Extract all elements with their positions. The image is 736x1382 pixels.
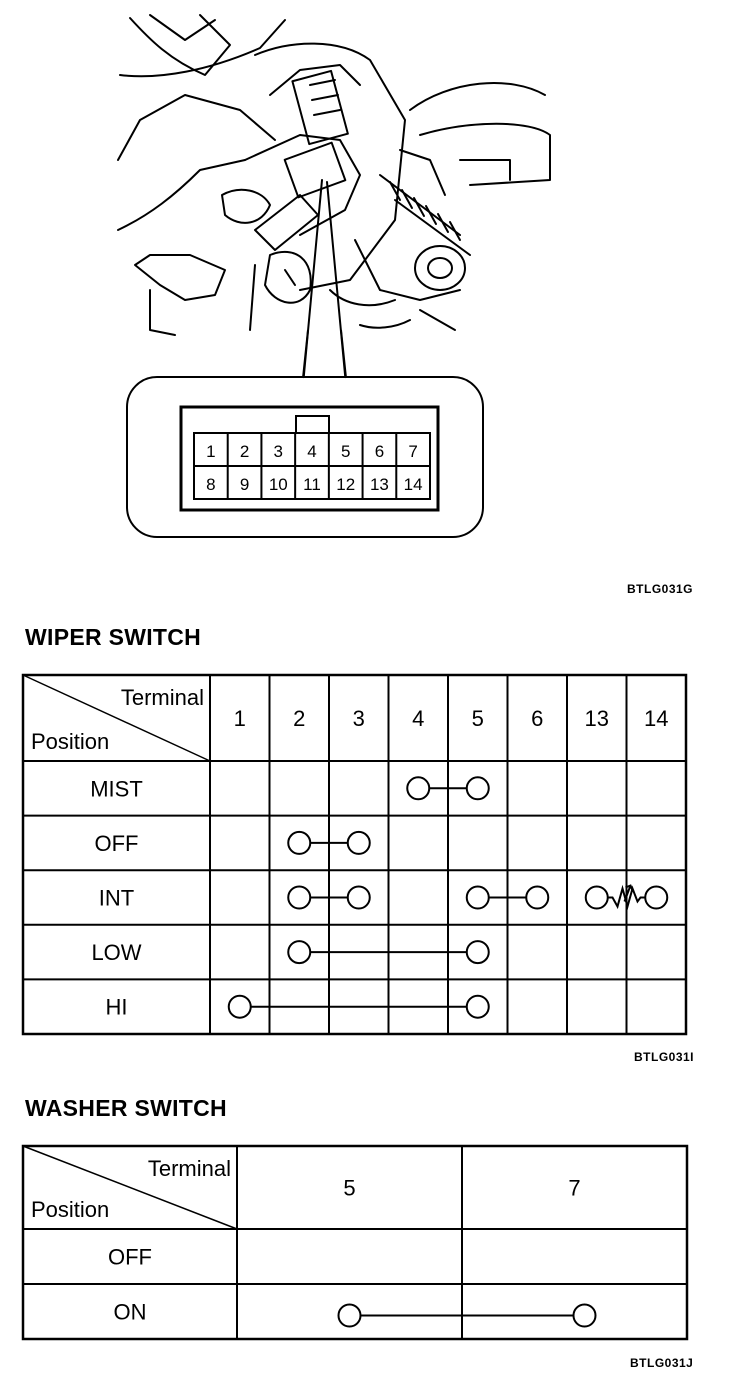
connector-pin-label: 7: [408, 442, 417, 461]
wiper-terminal-header: 3: [353, 706, 365, 731]
washer-position-label: ON: [114, 1300, 147, 1325]
wiper-terminal-dot: [287, 885, 312, 910]
connector-pin-label: 10: [269, 475, 288, 494]
wiper-header-diagonal: [22, 674, 211, 762]
connector-pin-label: 14: [404, 475, 423, 494]
wiper-resistor-symbol: [607, 884, 646, 911]
washer-switch-title: WASHER SWITCH: [25, 1095, 227, 1121]
washer-terminal-dot: [337, 1303, 362, 1328]
wiper-position-label: MIST: [90, 776, 143, 801]
wiper-continuity-connection: [465, 885, 550, 910]
washer-terminal-header: 7: [568, 1176, 580, 1201]
connector-pin-label: 6: [375, 442, 384, 461]
washer-header-diagonal: [22, 1145, 238, 1230]
wiper-terminal-header: 13: [585, 706, 609, 731]
wiper-terminal-header: 1: [234, 706, 246, 731]
wiper-terminal-dot: [465, 994, 490, 1019]
wiper-terminal-dot: [346, 830, 371, 855]
connector-pin-label: 3: [274, 442, 283, 461]
wiper-terminal-dot: [287, 830, 312, 855]
washer-table-border: [21, 1144, 689, 1341]
washer-position-label: OFF: [108, 1245, 152, 1270]
connector-pin-label: 12: [336, 475, 355, 494]
wiper-terminal-dot: [525, 885, 550, 910]
wiper-continuity-connection: [287, 885, 371, 910]
figure-code-connector: BTLG031G: [627, 582, 694, 596]
wiper-terminal-dot: [287, 940, 312, 965]
wiper-terminal-dot: [465, 940, 490, 965]
washer-header-terminal: Terminal: [148, 1156, 231, 1181]
wiper-terminal-dot: [227, 994, 252, 1019]
wiper-continuity-connection: [584, 884, 669, 911]
connector-face: [179, 405, 440, 512]
connector-pin-label: 4: [307, 442, 316, 461]
wiper-continuity-connection: [287, 830, 371, 855]
washer-terminal-dot: [572, 1303, 597, 1328]
connector-pin-label: 8: [206, 475, 215, 494]
figure-code-wiper: BTLG031I: [634, 1050, 695, 1064]
connector-pin-label: 9: [240, 475, 249, 494]
connector-pin-label: 5: [341, 442, 350, 461]
wiper-terminal-header: 2: [293, 706, 305, 731]
wiper-terminal-dot: [584, 885, 609, 910]
connector-pin-label: 1: [206, 442, 215, 461]
wiper-terminal-header: 4: [412, 706, 424, 731]
wiper-terminal-header: 5: [472, 706, 484, 731]
wiper-terminal-dot: [465, 885, 490, 910]
wiper-terminal-header: 14: [644, 706, 668, 731]
connector-key: [295, 415, 330, 434]
washer-terminal-header: 5: [343, 1176, 355, 1201]
wiper-terminal-header: 6: [531, 706, 543, 731]
wiper-continuity-connection: [227, 994, 490, 1019]
connector-pin-label: 13: [370, 475, 389, 494]
wiper-position-label: OFF: [95, 831, 139, 856]
connector-pin-label: 11: [303, 475, 321, 494]
wiper-variable-arrow: [623, 884, 634, 902]
connector-pin-label: 2: [240, 442, 249, 461]
wiper-position-label: HI: [106, 995, 128, 1020]
washer-header-position: Position: [31, 1197, 109, 1222]
wiper-terminal-dot: [406, 776, 431, 801]
wiper-header-terminal: Terminal: [121, 685, 204, 710]
wiper-continuity-connection: [406, 776, 490, 801]
wiper-position-label: INT: [99, 886, 134, 911]
wiper-position-label: LOW: [91, 940, 141, 965]
wiper-table-border: [21, 673, 688, 1036]
figure-code-washer: BTLG031J: [630, 1356, 694, 1370]
wiper-continuity-connection: [287, 940, 490, 965]
wiper-terminal-dot: [465, 776, 490, 801]
wiper-terminal-dot: [644, 885, 669, 910]
wiper-terminal-dot: [346, 885, 371, 910]
wiper-header-position: Position: [31, 729, 109, 754]
wiper-switch-title: WIPER SWITCH: [25, 624, 202, 650]
washer-continuity-connection: [337, 1303, 597, 1328]
